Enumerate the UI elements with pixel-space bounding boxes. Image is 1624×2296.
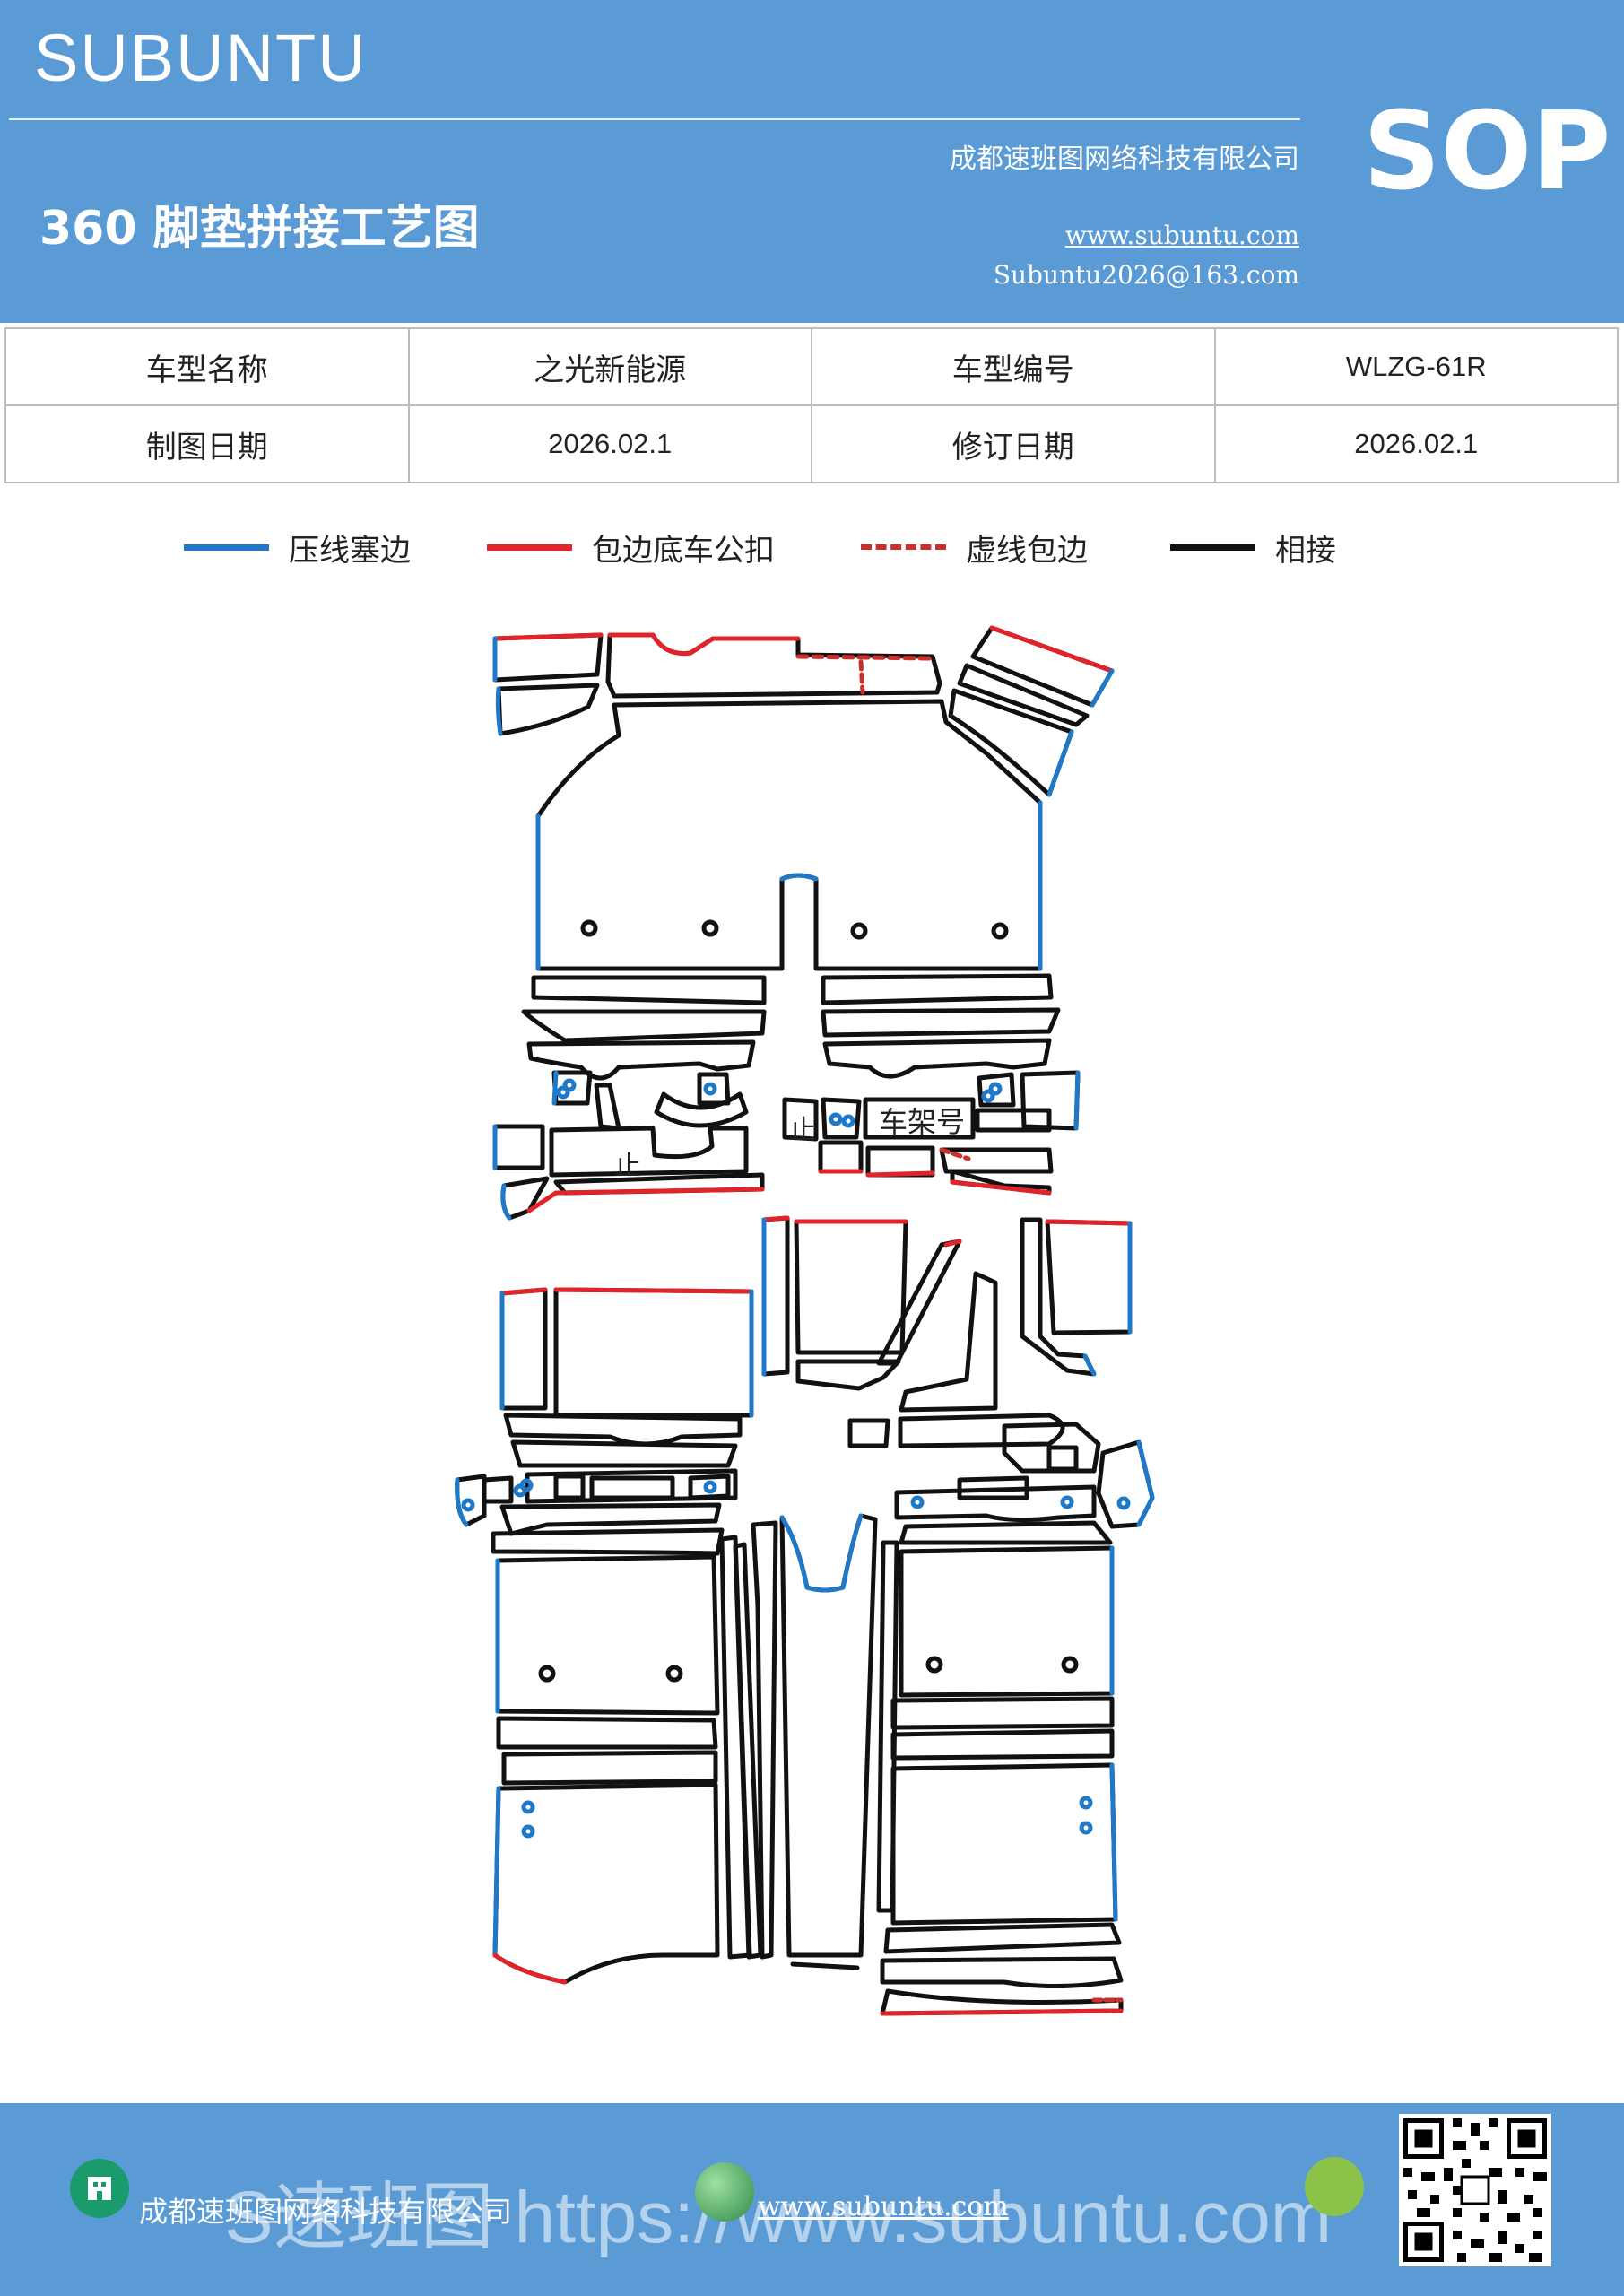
- floor-mat-diagram: 车架号 止 止: [455, 625, 1155, 2016]
- draw-date-label: 制图日期: [4, 404, 410, 483]
- draw-date-value: 2026.02.1: [407, 404, 812, 483]
- brand-name: SUBUNTU: [34, 21, 368, 95]
- legend-item: 虚线包边: [861, 525, 1088, 570]
- legend-swatch-dashed-red: [861, 544, 946, 550]
- legend-swatch-blue: [184, 544, 269, 551]
- model-name-label: 车型名称: [4, 327, 410, 406]
- vehicle-info-table: 车型名称 之光新能源 车型编号 WLZG-61R 制图日期 2026.02.1 …: [4, 327, 1619, 483]
- revision-date-value: 2026.02.1: [1213, 404, 1619, 483]
- header-banner: SUBUNTU 360 脚垫拼接工艺图 成都速班图网络科技有限公司 www.su…: [0, 0, 1624, 323]
- wechat-icon: [1305, 2157, 1364, 2216]
- frame-number-label: 车架号: [879, 1105, 965, 1139]
- header-divider: [9, 118, 1300, 120]
- legend-item: 压线塞边: [184, 525, 411, 570]
- rear-left-section: [455, 1287, 763, 1985]
- sop-badge: SOP: [1363, 90, 1611, 214]
- stop-label: 止: [789, 1115, 816, 1146]
- footer-banner: S速班图 https://www.subuntu.com 成都速班图网络科技有限…: [0, 2103, 1624, 2296]
- legend-label: 包边底车公扣: [592, 532, 775, 569]
- stop-label: 止: [614, 1151, 641, 1182]
- rear-right-section: [880, 1422, 1155, 2016]
- qr-code: [1399, 2114, 1551, 2266]
- company-website-link[interactable]: www.subuntu.com: [1064, 221, 1299, 250]
- revision-date-label: 修订日期: [811, 404, 1216, 483]
- footer-company-name: 成都速班图网络科技有限公司: [139, 2195, 513, 2229]
- legend-label: 压线塞边: [289, 532, 411, 569]
- model-name-value: 之光新能源: [407, 327, 812, 406]
- legend-label: 相接: [1275, 532, 1336, 569]
- model-code-value: WLZG-61R: [1213, 327, 1619, 406]
- legend-item: 相接: [1170, 525, 1336, 570]
- company-name: 成都速班图网络科技有限公司: [950, 144, 1299, 175]
- building-icon: [70, 2159, 129, 2218]
- table-row: 车型名称 之光新能源 车型编号 WLZG-61R: [4, 327, 1619, 406]
- legend-swatch-red: [487, 544, 572, 551]
- legend-label: 虚线包边: [966, 532, 1088, 569]
- company-email: Subuntu2026@163.com: [993, 260, 1299, 290]
- document-title: 360 脚垫拼接工艺图: [39, 202, 480, 256]
- legend-item: 包边底车公扣: [487, 525, 775, 570]
- footer-watermark: S速班图 https://www.subuntu.com: [224, 2177, 1333, 2258]
- model-code-label: 车型编号: [811, 327, 1216, 406]
- center-panels-section: [761, 1215, 1133, 1448]
- globe-icon: [695, 2162, 754, 2222]
- table-row: 制图日期 2026.02.1 修订日期 2026.02.1: [4, 404, 1619, 483]
- footer-website-link[interactable]: www.subuntu.com: [758, 2191, 1009, 2222]
- line-legend: 压线塞边 包边底车公扣 虚线包边 相接: [0, 516, 1624, 578]
- center-tunnel-section: [751, 1513, 899, 1970]
- front-mat-section: [492, 625, 1115, 971]
- middle-strips-section: 车架号 止 止: [492, 973, 1081, 1221]
- legend-swatch-black: [1170, 544, 1255, 551]
